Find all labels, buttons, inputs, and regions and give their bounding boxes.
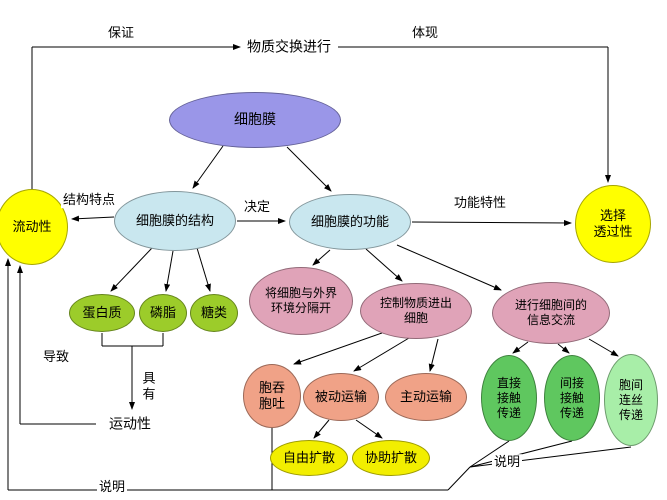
node-passive-transport: 被动运输 [303,373,379,421]
edge-comm-direct [512,341,529,354]
edge-function-separate [312,249,331,266]
edge-structure-carbohydrate [196,247,211,292]
edge-structure-phospholipid [164,250,174,292]
node-membrane-structure: 细胞膜的结构 [114,191,236,251]
node-separate-cell-from-environment: 将细胞与外界 环境分隔开 [249,267,353,335]
edge-indirect-converge [469,440,573,468]
edge-membrane-structure [192,145,224,189]
node-protein: 蛋白质 [69,294,135,332]
node-cell-communication: 进行细胞间的 信息交流 [492,282,610,344]
edge-label-structural-feature: 结构特点 [60,192,118,208]
node-membrane-function: 细胞膜的功能 [289,194,411,250]
node-fluidity: 流动性 [0,189,68,265]
node-facilitated-diffusion: 协助扩散 [352,440,430,476]
edge-passive-facilitated [355,419,383,439]
node-carbohydrate: 糖类 [190,294,238,332]
node-cell-membrane: 细胞膜 [169,92,341,148]
node-endocytosis-exocytosis: 胞吞 胞吐 [243,364,301,428]
edge-structural-feature [71,215,115,222]
edge-functional-property [411,219,572,226]
edge-direct-converge [469,440,510,468]
node-free-diffusion: 自由扩散 [270,440,348,476]
edge-comm-indirect [557,343,570,354]
edge-label-cause: 导致 [40,349,72,365]
node-plasmodesmata-transmission: 胞间 连丝 传递 [604,354,658,446]
edge-passive-free [313,419,330,439]
node-selective-permeability: 选择 透过性 [575,185,651,263]
node-phospholipid: 磷脂 [139,294,187,332]
edge-comm-plasmodesmata [588,338,619,357]
text-motility: 运动性 [107,415,153,433]
edge-label-determine: 决定 [241,199,273,215]
edge-label-explain-right: 说明 [491,454,523,470]
edge-control-active [428,338,439,372]
text-material-exchange: 物质交换进行 [245,38,333,56]
edge-function-communication [396,244,502,291]
node-direct-contact-transmission: 直接 接触 传递 [481,355,537,441]
edge-function-control [365,248,403,282]
edge-structure-protein [110,247,153,292]
edge-label-reflect: 体现 [409,25,441,41]
edge-label-guarantee: 保证 [105,25,137,41]
node-indirect-contact-transmission: 间接 接触 传递 [544,355,600,441]
edge-label-possess: 具 有 [140,370,158,402]
edge-converge-down [447,466,471,491]
edge-label-functional-property: 功能特性 [451,195,509,211]
node-active-transport: 主动运输 [385,373,467,421]
node-control-substance-transport: 控制物质进出 细胞 [360,283,472,339]
edge-control-passive [353,337,410,372]
edge-label-explain-bottom: 说明 [96,479,128,495]
edge-control-endoexo [293,332,383,365]
edge-membrane-function [286,146,332,192]
